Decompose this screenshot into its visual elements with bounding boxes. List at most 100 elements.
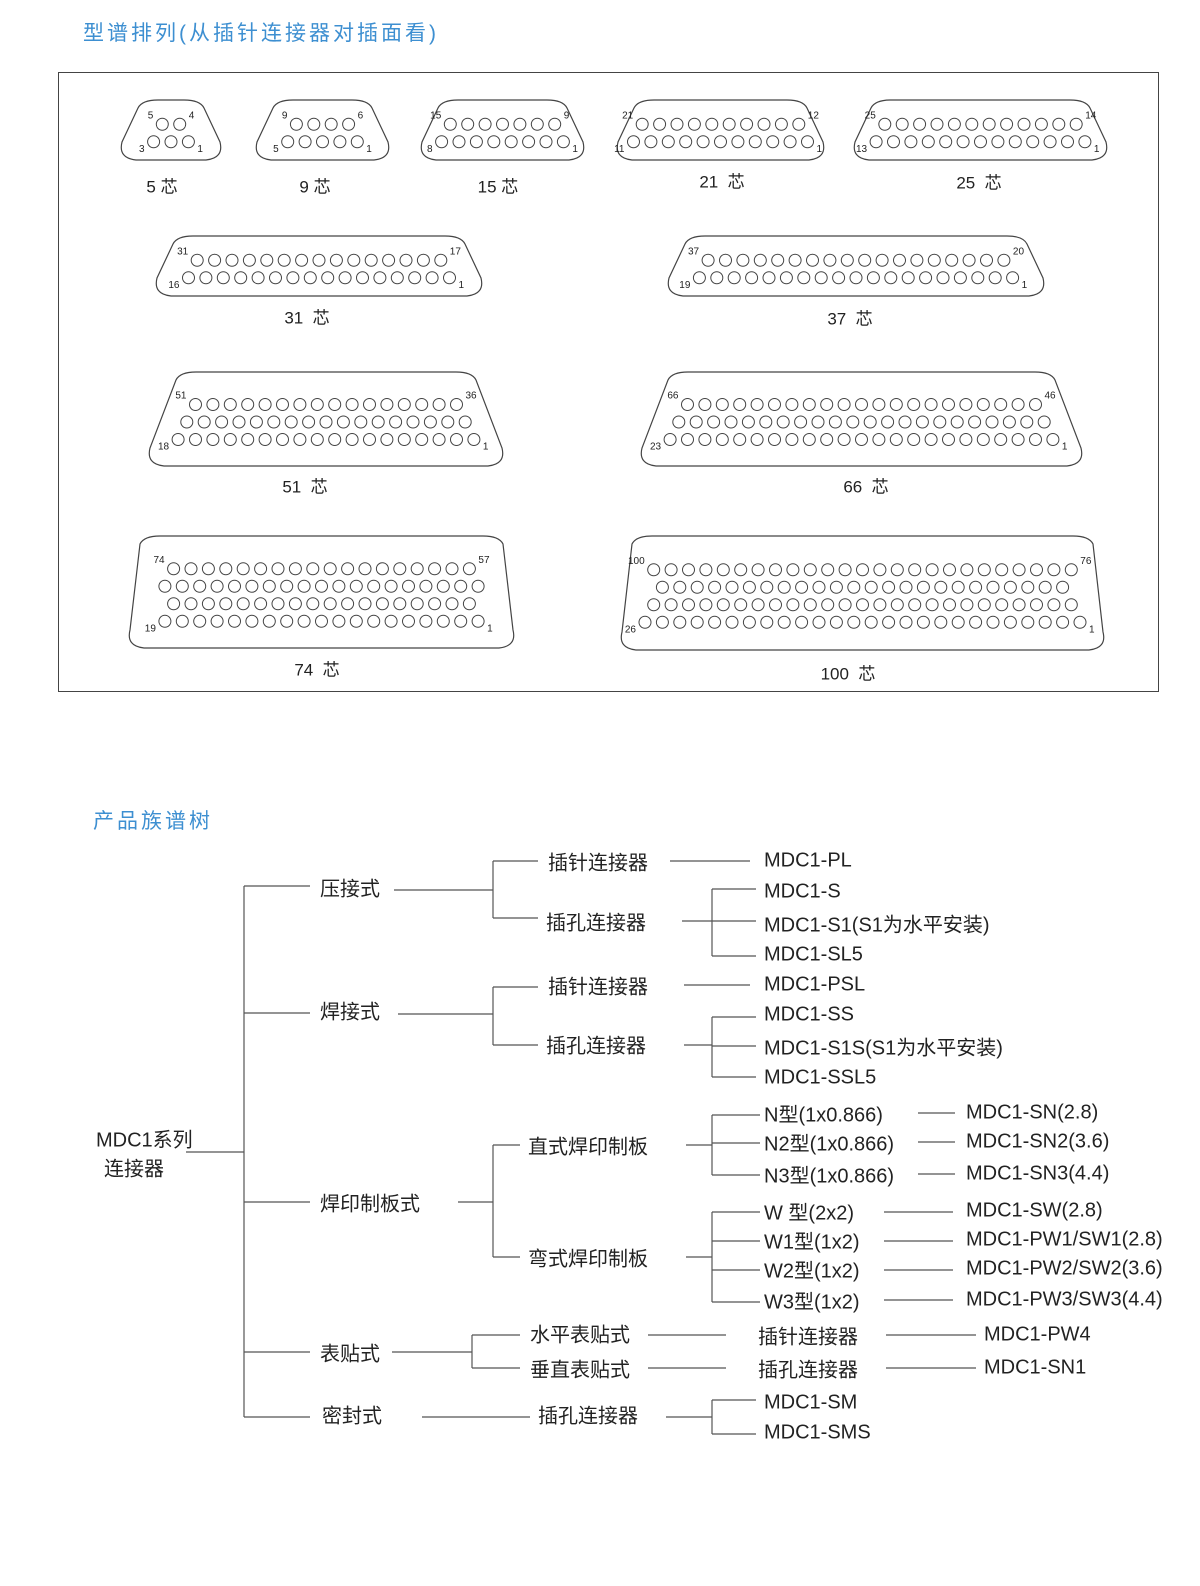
pin-hole bbox=[783, 135, 797, 149]
pin-hole bbox=[210, 614, 224, 628]
pin-hole bbox=[310, 433, 324, 446]
pin-hole bbox=[731, 135, 745, 149]
pin-hole bbox=[664, 598, 678, 612]
pin-label-top-right: 76 bbox=[1080, 556, 1092, 567]
pin-label-bottom-right: 1 bbox=[817, 144, 823, 155]
pin-hole bbox=[281, 135, 295, 149]
pin-hole bbox=[181, 135, 195, 149]
pin-hole bbox=[934, 580, 948, 594]
pin-hole bbox=[748, 135, 762, 149]
pin-hole bbox=[699, 598, 713, 612]
pin-hole bbox=[251, 271, 265, 285]
pin-hole bbox=[725, 580, 739, 594]
pin-hole bbox=[1064, 563, 1078, 577]
pin-hole bbox=[487, 135, 501, 149]
pin-hole bbox=[907, 433, 921, 446]
pin-hole bbox=[655, 580, 669, 594]
tree-section-title: 产品族谱树 bbox=[93, 810, 213, 833]
pin-hole bbox=[380, 398, 394, 411]
pin-hole bbox=[742, 580, 756, 594]
pin-hole bbox=[672, 415, 686, 429]
pin-hole bbox=[416, 253, 430, 267]
pin-label-bottom-right: 1 bbox=[1094, 144, 1100, 155]
tree-l4-item: MDC1-SN(2.8) bbox=[966, 1101, 1099, 1124]
pin-hole bbox=[921, 135, 935, 149]
pin-hole bbox=[249, 415, 263, 429]
pin-hole bbox=[173, 117, 187, 131]
pin-hole bbox=[951, 580, 965, 594]
pin-hole bbox=[436, 614, 450, 628]
tree-l2-item: 垂直表贴式 bbox=[530, 1359, 630, 1382]
pin-hole bbox=[714, 135, 727, 149]
pin-hole bbox=[960, 598, 974, 612]
pin-hole bbox=[924, 398, 938, 411]
pin-hole bbox=[741, 415, 755, 429]
pin-hole bbox=[332, 579, 346, 593]
pin-label-top-right: 6 bbox=[358, 110, 364, 121]
pin-hole bbox=[757, 117, 771, 131]
pin-hole bbox=[341, 597, 355, 611]
connector-label: 74 芯 bbox=[294, 660, 340, 680]
pin-hole bbox=[898, 415, 912, 429]
pin-hole bbox=[801, 135, 814, 149]
pin-hole bbox=[216, 271, 230, 285]
pin-hole bbox=[812, 615, 826, 629]
pin-hole bbox=[785, 398, 799, 411]
pin-hole bbox=[653, 117, 667, 131]
pin-hole bbox=[336, 415, 350, 429]
pin-hole bbox=[423, 415, 437, 429]
pin-hole bbox=[1020, 415, 1034, 429]
pin-hole bbox=[513, 117, 527, 131]
pin-hole bbox=[751, 598, 765, 612]
pin-hole bbox=[175, 579, 189, 593]
pin-label-bottom-right: 1 bbox=[487, 623, 493, 634]
pin-label-bottom-left: 19 bbox=[145, 623, 157, 634]
pin-hole bbox=[690, 580, 704, 594]
pin-hole bbox=[904, 135, 918, 149]
pin-hole bbox=[889, 398, 903, 411]
pin-hole bbox=[1030, 598, 1043, 612]
pin-label-top-left: 21 bbox=[622, 110, 634, 121]
pin-hole bbox=[864, 580, 878, 594]
pin-hole bbox=[733, 398, 747, 411]
pin-hole bbox=[803, 598, 817, 612]
pin-hole bbox=[899, 580, 913, 594]
tree-l2-item: 插针连接器 bbox=[548, 976, 648, 999]
pin-hole bbox=[881, 415, 895, 429]
pin-hole bbox=[358, 562, 372, 576]
pin-hole bbox=[1038, 615, 1052, 629]
pin-hole bbox=[293, 433, 307, 446]
pin-hole bbox=[175, 614, 189, 628]
pin-hole bbox=[934, 615, 948, 629]
pin-hole bbox=[1021, 580, 1035, 594]
pin-hole bbox=[777, 615, 791, 629]
pin-hole bbox=[419, 579, 433, 593]
pin-hole bbox=[644, 135, 658, 149]
pin-hole bbox=[951, 615, 965, 629]
pin-hole bbox=[312, 253, 326, 267]
pin-hole bbox=[406, 415, 420, 429]
pin-hole bbox=[794, 415, 808, 429]
pin-hole bbox=[1021, 615, 1035, 629]
pin-hole bbox=[933, 415, 947, 429]
pin-hole bbox=[530, 117, 544, 131]
pin-hole bbox=[402, 614, 415, 628]
pin-hole bbox=[812, 580, 826, 594]
pin-hole bbox=[260, 253, 274, 267]
pin-hole bbox=[193, 579, 207, 593]
tree-l1-smt: 表贴式 bbox=[320, 1343, 380, 1366]
pin-hole bbox=[289, 117, 303, 131]
pin-label-top-left: 37 bbox=[688, 246, 700, 257]
pin-hole bbox=[454, 614, 468, 628]
pin-label-bottom-right: 1 bbox=[459, 280, 465, 291]
pin-hole bbox=[354, 415, 368, 429]
pin-hole bbox=[707, 415, 721, 429]
pin-hole bbox=[919, 271, 933, 285]
pin-hole bbox=[814, 271, 828, 285]
pin-hole bbox=[786, 563, 800, 577]
pin-hole bbox=[908, 598, 922, 612]
pin-hole bbox=[333, 135, 347, 149]
pin-label-bottom-right: 1 bbox=[366, 144, 372, 155]
pin-label-bottom-left: 11 bbox=[614, 144, 625, 155]
pin-hole bbox=[943, 563, 956, 577]
